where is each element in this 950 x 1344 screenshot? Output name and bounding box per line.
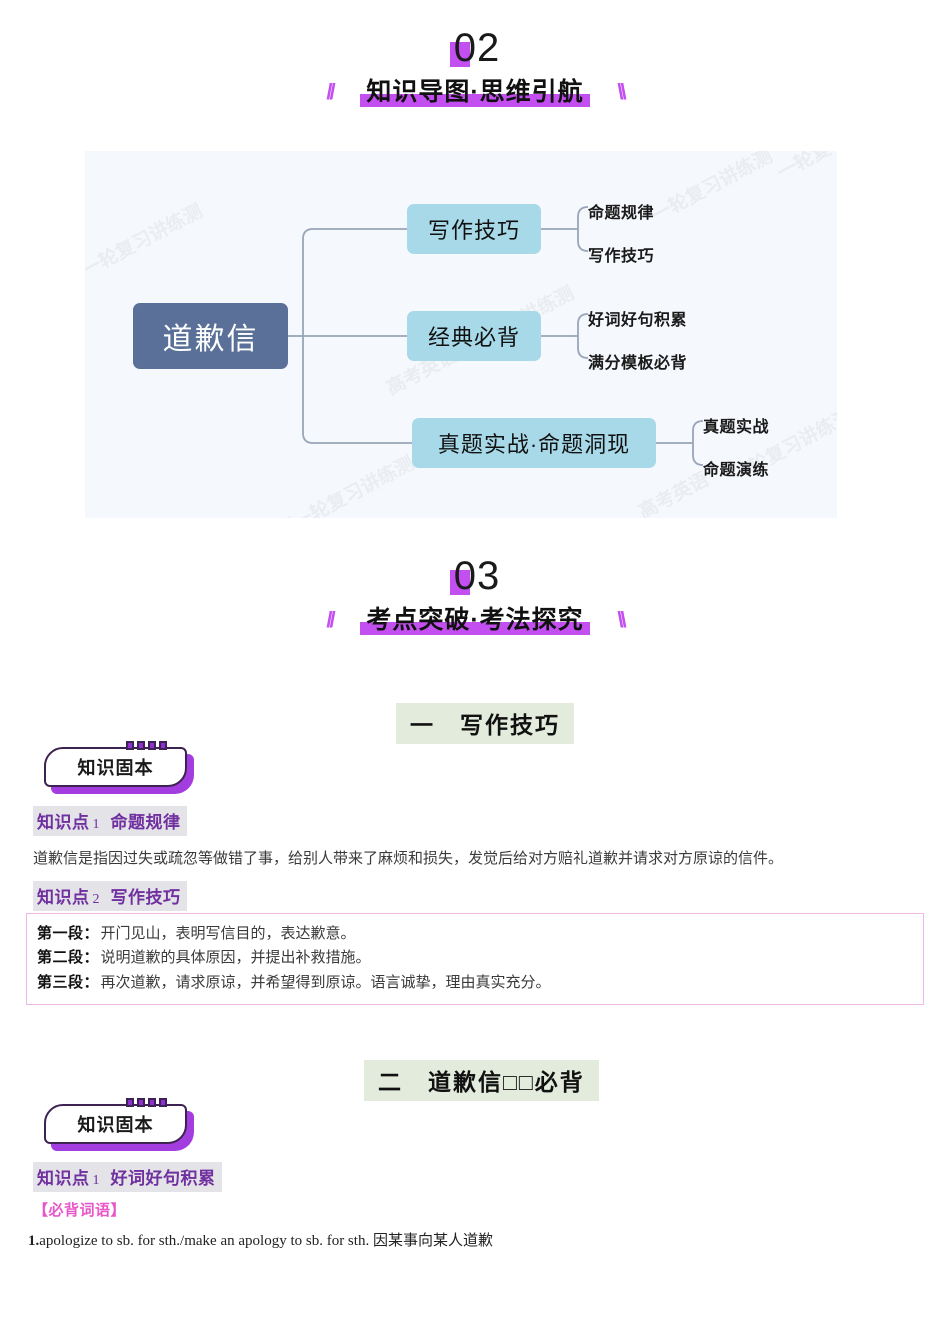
structure-colon: ： <box>83 974 99 991</box>
vocab-item-1: 1.apologize to sb. for sth./make an apol… <box>28 1229 493 1250</box>
header-title-02: 知识导图·思维引航 <box>366 78 584 106</box>
mindmap-branch-label-3: 真题实战·命题洞现 <box>437 432 631 457</box>
structure-key: 第二段 <box>37 950 84 967</box>
knowledge-point-name: 知识点 <box>37 888 90 907</box>
mindmap-root-label: 道歉信 <box>162 323 259 356</box>
mindmap-leaf-2-1: 好词好句积累 <box>588 312 688 329</box>
pin-icon <box>159 1098 167 1107</box>
pin-icon <box>126 741 134 750</box>
header-number-chip-02 <box>449 42 470 67</box>
badge-body: 知识固本 <box>44 1104 187 1144</box>
vocab-index: 1. <box>28 1233 40 1249</box>
badge-label-1: 知识固本 <box>77 758 154 778</box>
badge-pins <box>126 741 167 750</box>
knowledge-point-1-1: 知识点 1 命题规律 <box>33 806 187 836</box>
structure-key: 第一段 <box>37 926 84 942</box>
knowledge-point-subject: 命题规律 <box>110 813 181 832</box>
knowledge-point-name: 知识点 <box>37 813 90 832</box>
mindmap-root-node[interactable]: 道歉信 <box>133 303 288 369</box>
vocab-text: apologize to sb. for sth./make an apolog… <box>39 1233 493 1249</box>
knowledge-point-name: 知识点 <box>37 1169 90 1188</box>
mindmap-leaf-1-1: 命题规律 <box>588 205 655 222</box>
badge-body: 知识固本 <box>44 747 187 787</box>
knowledge-point-subject: 好词好句积累 <box>110 1169 216 1188</box>
knowledge-point-1-2: 知识点 2 写作技巧 <box>33 881 187 911</box>
mindmap-connectors <box>288 206 704 466</box>
pin-icon <box>137 1098 145 1107</box>
knowledge-point-subject: 写作技巧 <box>110 888 181 907</box>
knowledge-badge-2: 知识固本 <box>42 1098 202 1154</box>
writing-structure-box: 第一段 ： 开门见山，表明写信目的，表达歉意。 第二段 ： 说明道歉的具体原因，… <box>26 913 924 1005</box>
pin-icon <box>126 1098 134 1107</box>
knowledge-point-number: 2 <box>92 892 100 907</box>
section-header-03: 03 // 考点突破·考法探究 \\ <box>0 556 950 636</box>
badge-pins <box>126 1098 167 1107</box>
header-number-row-03: 03 <box>449 554 501 598</box>
knowledge-point-number: 1 <box>92 817 100 832</box>
mindmap-leaf-3-1: 真题实战 <box>703 419 770 436</box>
structure-row: 第二段 ： 说明道歉的具体原因，并提出补救措施。 <box>37 946 913 970</box>
header-slash-left-02: // <box>326 79 335 104</box>
structure-row: 第三段 ： 再次道歉，请求原谅，并希望得到原谅。语言诚挚，理由真实充分。 <box>37 971 913 995</box>
header-title-wrap-03: // 考点突破·考法探究 \\ <box>326 600 627 636</box>
knowledge-point-2-1: 知识点 1 好词好句积累 <box>33 1162 222 1192</box>
header-underline-02 <box>360 94 590 107</box>
knowledge-point-number: 1 <box>92 1173 100 1188</box>
header-number-row-02: 02 <box>449 26 501 70</box>
header-number-chip-03 <box>449 570 470 595</box>
mindmap-branch-label-2: 经典必背 <box>427 325 520 350</box>
header-underline-03 <box>360 622 590 635</box>
mindmap-branch-node-2[interactable]: 经典必背 <box>407 311 541 361</box>
structure-value: 开门见山，表明写信目的，表达歉意。 <box>100 926 356 942</box>
vocab-section-tag: 【必背词语】 <box>33 1202 127 1219</box>
header-title-wrap-02: // 知识导图·思维引航 \\ <box>326 72 627 108</box>
mindmap-leaf-2-2: 满分模板必背 <box>588 355 688 372</box>
mindmap-canvas: 一轮复习讲练测 高考英语一轮复习讲练测 一轮复习讲练测 高考英语一轮复习讲练测 … <box>85 151 837 518</box>
structure-value: 再次道歉，请求原谅，并希望得到原谅。语言诚挚，理由真实充分。 <box>100 974 551 991</box>
mindmap-branch-label-1: 写作技巧 <box>427 218 520 243</box>
pin-icon <box>148 741 156 750</box>
mindmap-branch-node-3[interactable]: 真题实战·命题洞现 <box>412 418 656 468</box>
header-slash-right-03: \\ <box>617 607 626 632</box>
badge-label-2: 知识固本 <box>77 1115 154 1135</box>
pin-icon <box>148 1098 156 1107</box>
header-slash-left-03: // <box>326 607 335 632</box>
section-1-paragraph: 道歉信是指因过失或疏忽等做错了事，给别人带来了麻烦和损失，发觉后给对方赔礼道歉并… <box>33 851 784 867</box>
mindmap-branch-node-1[interactable]: 写作技巧 <box>407 204 541 254</box>
header-number-02: 02 <box>453 26 501 70</box>
header-number-03: 03 <box>453 554 501 598</box>
header-slash-right-02: \\ <box>617 79 626 104</box>
structure-value: 说明道歉的具体原因，并提出补救措施。 <box>100 950 371 967</box>
structure-row: 第一段 ： 开门见山，表明写信目的，表达歉意。 <box>37 922 913 946</box>
header-title-03: 考点突破·考法探究 <box>366 606 584 634</box>
section-title-1: 一 写作技巧 <box>396 703 574 744</box>
mindmap-leaf-3-2: 命题演练 <box>703 462 770 479</box>
structure-colon: ： <box>83 926 99 942</box>
structure-colon: ： <box>83 950 99 967</box>
section-title-2: 二 道歉信□□必背 <box>364 1060 599 1101</box>
knowledge-badge-1: 知识固本 <box>42 741 202 797</box>
structure-key: 第三段 <box>37 974 84 991</box>
mindmap-leaf-1-2: 写作技巧 <box>588 248 655 265</box>
pin-icon <box>137 741 145 750</box>
section-header-02: 02 // 知识导图·思维引航 \\ <box>0 28 950 108</box>
pin-icon <box>159 741 167 750</box>
